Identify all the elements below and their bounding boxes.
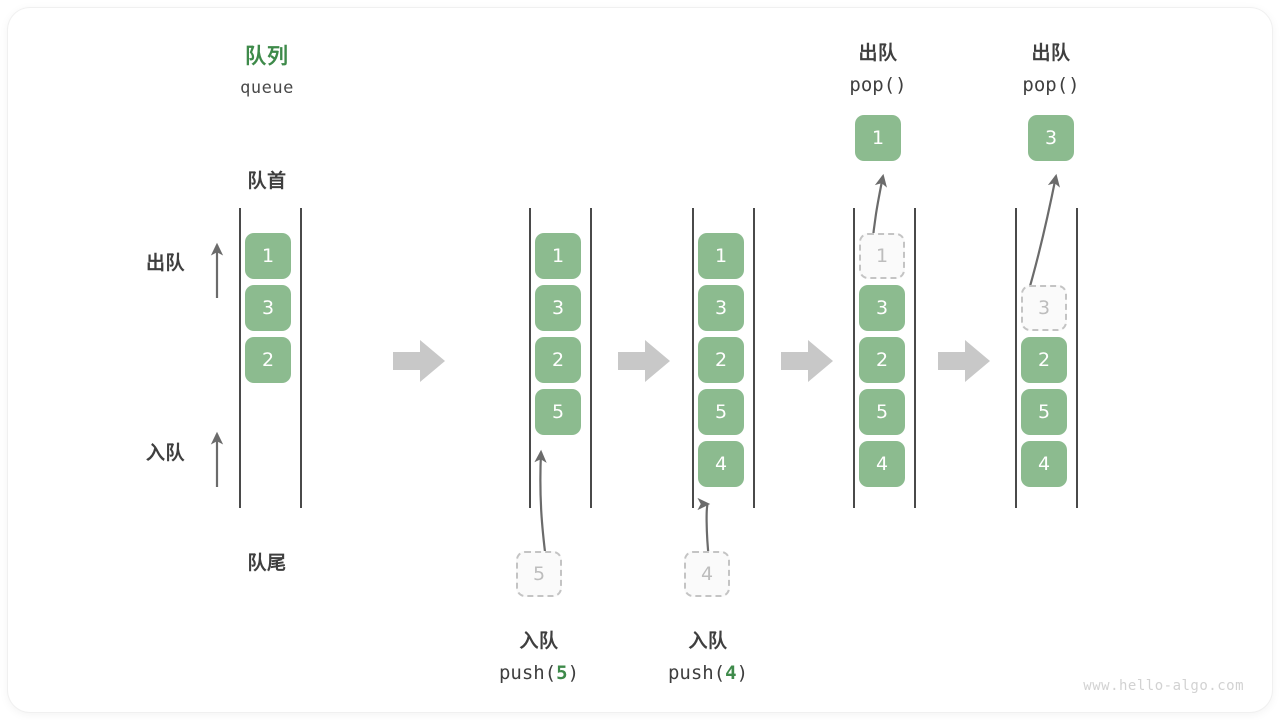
queue-cell: 2 <box>859 337 905 383</box>
queue-cell: 5 <box>1021 389 1067 435</box>
incoming-ghost-cell: 4 <box>684 551 730 597</box>
queue-cell: 2 <box>698 337 744 383</box>
flow-arrow-4 <box>938 340 990 382</box>
queue-cell: 5 <box>535 389 581 435</box>
pop-3-curve-arrow <box>1024 173 1060 301</box>
queue-cell: 5 <box>698 389 744 435</box>
rail-left <box>853 208 855 508</box>
rail-left <box>529 208 531 508</box>
queue-cell: 3 <box>245 285 291 331</box>
popped-cell: 1 <box>855 115 901 161</box>
queue-cell: 3 <box>698 285 744 331</box>
queue-cell: 4 <box>698 441 744 487</box>
label-dequeue-direction: 出队 <box>146 252 186 274</box>
push-5-code-arg: 5 <box>556 662 568 684</box>
push-5-label-cn: 入队 <box>519 630 559 652</box>
push-4-code-name: push( <box>667 662 726 684</box>
queue-cell: 3 <box>859 285 905 331</box>
flow-arrow-3 <box>781 340 833 382</box>
label-queue-rear: 队尾 <box>247 552 287 574</box>
flow-arrow-1 <box>393 340 445 382</box>
push-5-label-code: push(5) <box>499 662 579 684</box>
rail-left <box>692 208 694 508</box>
rail-right <box>300 208 302 508</box>
label-enqueue-direction: 入队 <box>146 442 186 464</box>
diagram-stage: 队列 queue 队首 队尾 出队 入队 1 3 2 1 3 2 5 5 入队 … <box>8 8 1272 712</box>
queue-cell: 5 <box>859 389 905 435</box>
push-4-code-arg: 4 <box>725 662 737 684</box>
incoming-ghost-cell: 5 <box>516 551 562 597</box>
queue-cell-ghost: 1 <box>859 233 905 279</box>
push-4-label-cn: 入队 <box>688 630 728 652</box>
queue-cell: 1 <box>245 233 291 279</box>
push-5-code-name: push( <box>498 662 557 684</box>
page-subtitle: queue <box>240 78 294 98</box>
queue-cell: 4 <box>1021 441 1067 487</box>
pop-3-label-code: pop() <box>1022 74 1080 96</box>
queue-cell: 1 <box>535 233 581 279</box>
rail-right <box>590 208 592 508</box>
push-5-curve-arrow <box>534 449 548 561</box>
diagram-card: 队列 queue 队首 队尾 出队 入队 1 3 2 1 3 2 5 5 入队 … <box>8 8 1272 712</box>
queue-cell: 4 <box>859 441 905 487</box>
rail-left <box>239 208 241 508</box>
push-4-code-paren: ) <box>736 662 749 684</box>
queue-cell: 2 <box>535 337 581 383</box>
queue-cell-ghost: 3 <box>1021 285 1067 331</box>
pop-1-label-code: pop() <box>849 74 907 96</box>
pop-3-label-cn: 出队 <box>1031 42 1071 64</box>
pop-1-label-cn: 出队 <box>858 42 898 64</box>
queue-cell: 3 <box>535 285 581 331</box>
push-5-code-paren: ) <box>567 662 580 684</box>
site-watermark: www.hello-algo.com <box>1083 678 1244 694</box>
rail-right <box>1076 208 1078 508</box>
queue-cell: 2 <box>245 337 291 383</box>
queue-cell: 1 <box>698 233 744 279</box>
rail-left <box>1015 208 1017 508</box>
label-queue-front: 队首 <box>247 170 287 192</box>
flow-arrow-2 <box>618 340 670 382</box>
popped-cell: 3 <box>1028 115 1074 161</box>
diagram-overlay-svg <box>210 173 1060 561</box>
rail-right <box>753 208 755 508</box>
push-4-label-code: push(4) <box>668 662 748 684</box>
page-title: 队列 <box>245 44 289 68</box>
rail-right <box>914 208 916 508</box>
queue-cell: 2 <box>1021 337 1067 383</box>
